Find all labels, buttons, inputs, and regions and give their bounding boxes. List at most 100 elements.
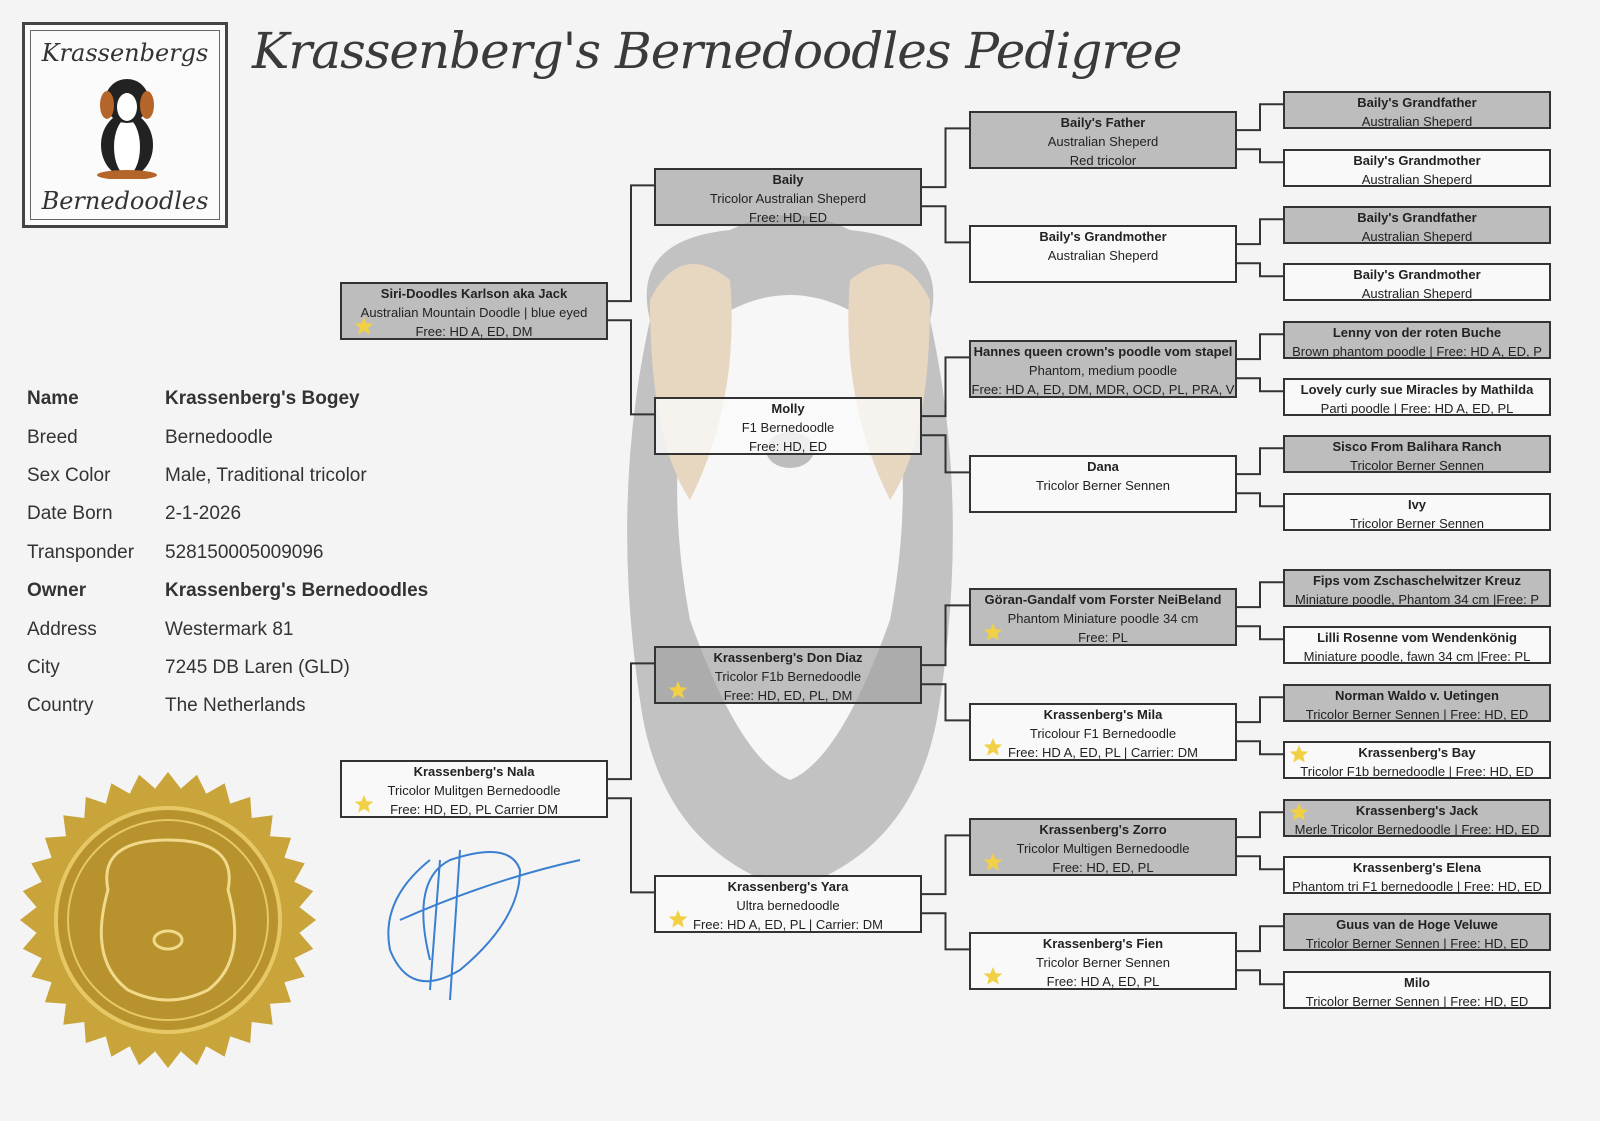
dog-detail: Free: HD, ED — [748, 439, 827, 454]
dog-name: Lilli Rosenne vom Wendenkönig — [1317, 630, 1517, 645]
dog-name: Krassenberg's Yara — [727, 879, 849, 894]
dog-detail: Tricolor Berner Sennen — [1036, 955, 1170, 970]
connector-line — [922, 683, 969, 722]
dog-detail: Australian Sheperd — [1361, 286, 1473, 301]
logo-text-top: Krassenbergs — [41, 39, 209, 67]
dog-detail: Tricolor Berner Sennen — [1350, 516, 1484, 531]
connector-line — [1237, 333, 1283, 361]
dog-name: Lenny von der roten Buche — [1332, 325, 1502, 340]
dog-name: Krassenberg's Bay — [1358, 745, 1476, 760]
dog-name: Krassenberg's Don Diaz — [713, 650, 863, 665]
dog-detail: Phantom Miniature poodle 34 cm — [1007, 611, 1199, 626]
star-icon — [983, 852, 1003, 872]
connector-line — [1237, 377, 1283, 393]
dog-name: Krassenberg's Jack — [1355, 803, 1479, 818]
dog-detail: Free: HD A, ED, PL | Carrier: DM — [1008, 745, 1198, 760]
dog-detail: Australian Sheperd — [1047, 134, 1159, 149]
info-label: Address — [27, 618, 97, 640]
dog-detail: Miniature poodle, fawn 34 cm |Free: PL — [1303, 649, 1531, 664]
dog-name: Krassenberg's Fien — [1042, 936, 1164, 951]
connector-line — [1237, 218, 1283, 246]
dog-name: Lovely curly sue Miracles by Mathilda — [1300, 382, 1534, 397]
connector-line — [922, 834, 969, 896]
dog-name: Krassenberg's Elena — [1352, 860, 1482, 875]
dog-name: Göran-Gandalf vom Forster NeiBeland — [984, 592, 1222, 607]
connector-line — [922, 604, 969, 667]
dog-name: Ivy — [1407, 497, 1427, 512]
star-icon — [354, 316, 374, 336]
connector-line — [1237, 148, 1283, 164]
info-value: Krassenberg's Bernedoodles — [165, 580, 429, 602]
dog-name: Baily — [772, 172, 804, 187]
dog-detail: Free: HD, ED — [748, 210, 827, 225]
info-row: Address Westermark 81 — [27, 610, 428, 648]
dog-name: Baily's Grandfather — [1357, 95, 1477, 110]
connector-line — [922, 912, 969, 951]
star-icon — [983, 622, 1003, 642]
dog-name: Guus van de Hoge Veluwe — [1336, 917, 1498, 932]
info-value: Krassenberg's Bogey — [165, 388, 360, 410]
dog-name: Baily's Father — [1060, 115, 1146, 130]
dog-detail: Phantom, medium poodle — [1028, 363, 1178, 378]
star-icon — [668, 909, 688, 929]
dog-name: Siri-Doodles Karlson aka Jack — [380, 286, 568, 301]
info-value: Westermark 81 — [165, 618, 294, 640]
dog-detail: Australian Mountain Doodle | blue eyed — [360, 305, 588, 320]
dog-detail: Red tricolor — [1069, 153, 1137, 168]
connector-line — [608, 662, 654, 781]
dog-detail: Tricolor Mulitgen Bernedoodle — [387, 783, 561, 798]
dog-detail: Free: PL — [1078, 630, 1128, 645]
info-label: Date Born — [27, 503, 113, 525]
dog-detail: Merle Tricolor Bernedoodle | Free: HD, E… — [1294, 822, 1540, 837]
connector-line — [922, 434, 969, 474]
connector-line — [1237, 492, 1283, 508]
connector-line — [608, 797, 654, 894]
dog-name: Krassenberg's Nala — [413, 764, 535, 779]
dog-detail: Tricolor Berner Sennen | Free: HD, ED — [1305, 994, 1529, 1009]
dog-detail: F1 Bernedoodle — [741, 420, 835, 435]
dog-name: Milo — [1404, 975, 1430, 990]
star-icon — [983, 966, 1003, 986]
gold-seal — [20, 772, 316, 1068]
logo-text-bottom: Bernedoodles — [41, 187, 209, 215]
dog-detail: Tricolor Berner Sennen — [1350, 458, 1484, 473]
dog-name: Dana — [1087, 459, 1119, 474]
dog-detail: Tricolor Australian Sheperd — [709, 191, 867, 206]
dog-name: Fips vom Zschaschelwitzer Kreuz — [1312, 573, 1522, 588]
info-value: 7245 DB Laren (GLD) — [165, 656, 350, 678]
dog-name: Baily's Grandmother — [1039, 229, 1167, 244]
dog-detail: Australian Sheperd — [1361, 229, 1473, 244]
info-label: Country — [27, 695, 94, 717]
dog-detail: Ultra bernedoodle — [736, 898, 840, 913]
star-icon — [983, 737, 1003, 757]
info-value: Male, Traditional tricolor — [165, 464, 367, 486]
dog-detail: Free: HD A, ED, PL — [1046, 974, 1160, 989]
dog-detail: Australian Sheperd — [1361, 114, 1473, 129]
dog-detail: Australian Sheperd — [1047, 248, 1159, 263]
connector-line — [1237, 696, 1283, 724]
